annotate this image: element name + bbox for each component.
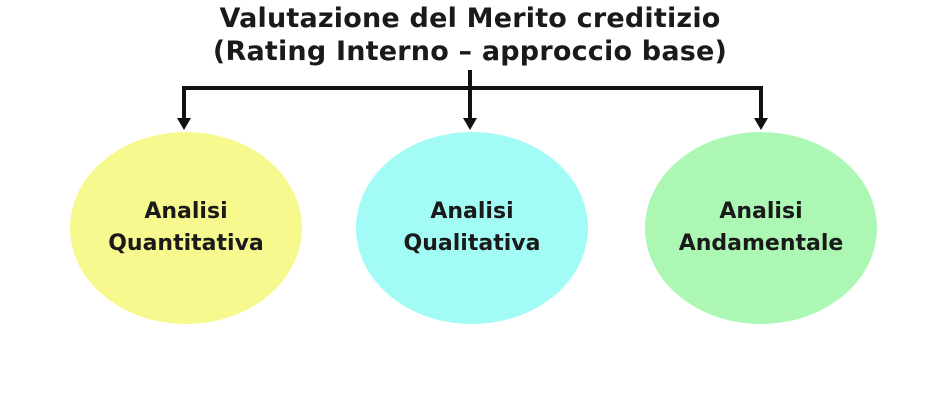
arrowhead-qualitativa <box>463 118 477 130</box>
title-line-2: (Rating Interno – approccio base) <box>212 36 728 67</box>
title-line-1: Valutazione del Merito creditizio <box>219 3 721 34</box>
node-label-line-2: Quantitativa <box>108 231 264 256</box>
node-label-line-1: Analisi <box>719 199 803 224</box>
node-label-line-1: Analisi <box>430 199 514 224</box>
node-label: Analisi Andamentale <box>679 196 844 260</box>
node-analisi-andamentale: Analisi Andamentale <box>645 132 877 324</box>
node-analisi-qualitativa: Analisi Qualitativa <box>356 132 588 324</box>
node-label-line-1: Analisi <box>144 199 228 224</box>
node-label: Analisi Quantitativa <box>108 196 264 260</box>
node-label-line-2: Andamentale <box>678 231 844 256</box>
arrowhead-quantitativa <box>177 118 191 130</box>
diagram-title: Valutazione del Merito creditizio (Ratin… <box>0 2 940 68</box>
node-label-line-2: Qualitativa <box>403 231 541 256</box>
arrowhead-andamentale <box>754 118 768 130</box>
node-label: Analisi Qualitativa <box>404 196 541 260</box>
node-analisi-quantitativa: Analisi Quantitativa <box>70 132 302 324</box>
